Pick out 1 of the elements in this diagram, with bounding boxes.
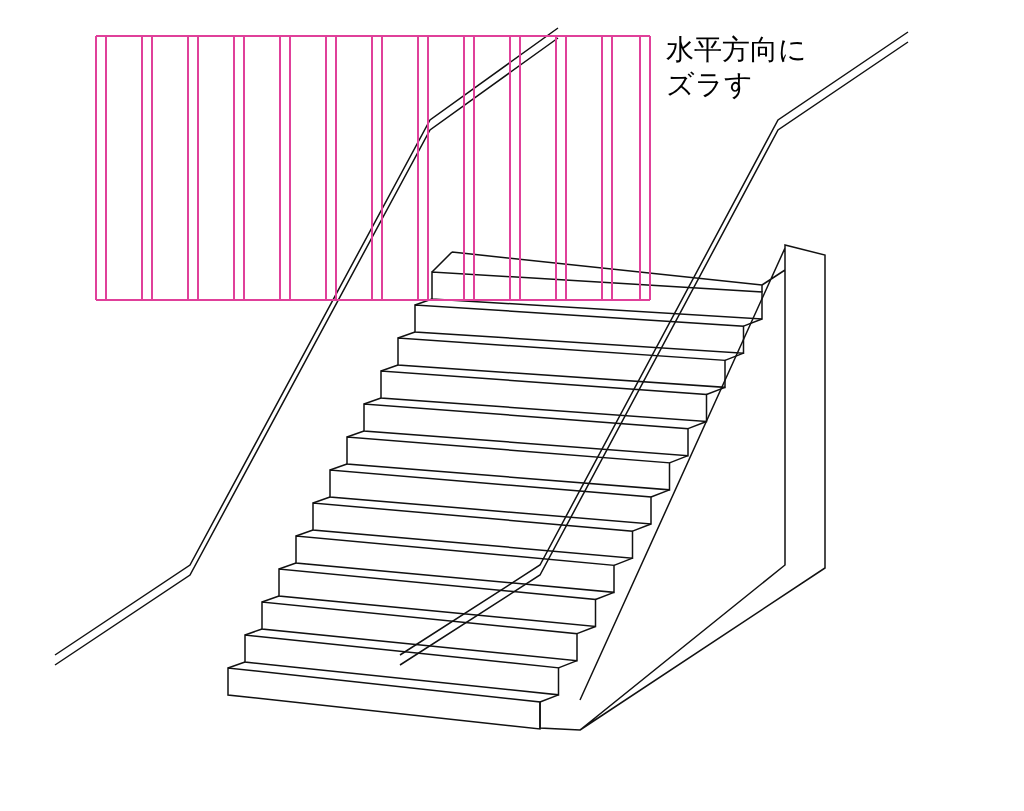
note-text: 水平方向にズラす: [666, 32, 808, 102]
